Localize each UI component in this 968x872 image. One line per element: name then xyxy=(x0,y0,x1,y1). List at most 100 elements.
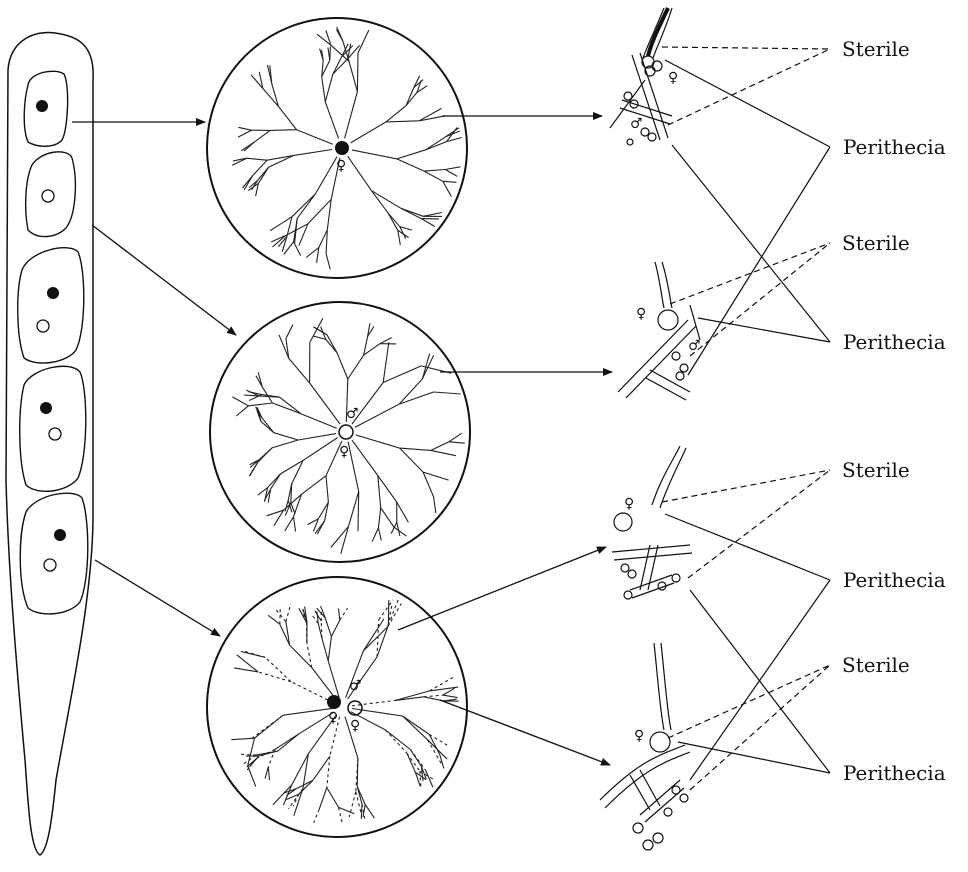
arrow-to-detail-4 xyxy=(440,700,610,765)
hypha-branch xyxy=(259,396,279,397)
hypha-branch xyxy=(445,167,460,170)
hypha-branch xyxy=(319,788,327,810)
hypha-branch xyxy=(377,625,388,657)
hypha-branch xyxy=(296,780,313,789)
hypha-branch xyxy=(336,30,343,42)
hypha-branch xyxy=(349,492,359,527)
hypha-branch xyxy=(273,785,292,805)
light-nucleus xyxy=(339,425,353,439)
hypha-branch xyxy=(400,448,431,450)
spore-2 xyxy=(26,152,76,237)
ascus-to-culture-arrows xyxy=(72,122,236,636)
label-sterile-1: Sterile xyxy=(842,37,910,61)
hypha-branch xyxy=(396,697,424,701)
hypha-branch xyxy=(445,170,457,177)
hypha-branch xyxy=(310,383,340,424)
hypha-branch xyxy=(339,609,340,621)
ascus xyxy=(6,32,93,855)
light-nucleus xyxy=(37,320,49,332)
hypha-branch xyxy=(397,159,424,171)
hypha-branch xyxy=(232,397,248,406)
female-mating-symbol: ♀ xyxy=(328,710,338,726)
hypha-branch xyxy=(302,476,327,495)
female-mating-symbol: ♀ xyxy=(636,306,646,322)
label-perithecia-3: Perithecia xyxy=(843,568,946,592)
hypha-branch xyxy=(283,785,291,806)
hypha-branch xyxy=(325,618,331,637)
hypha-branch xyxy=(325,74,333,102)
hypha-branch xyxy=(313,756,330,780)
hypha-branch xyxy=(236,406,248,416)
hypha-branch xyxy=(239,754,256,755)
hypha-branch xyxy=(327,788,339,808)
hypha-branch xyxy=(231,738,254,740)
female-mating-symbol: ♀ xyxy=(336,158,346,174)
hypha-branch xyxy=(421,219,435,227)
sterile-dashed-lines xyxy=(662,47,830,790)
light-nucleus xyxy=(42,190,54,202)
hypha-branch xyxy=(356,792,361,813)
female-mating-symbol: ♀ xyxy=(634,728,644,744)
culture-to-detail-arrows xyxy=(398,116,612,765)
hypha-branch xyxy=(385,730,410,750)
dark-nucleus xyxy=(335,141,349,155)
hypha-branch xyxy=(255,715,284,738)
hypha-branch xyxy=(424,695,443,697)
hypha-branch xyxy=(268,767,269,780)
light-nucleus xyxy=(44,559,56,571)
hypha-branch xyxy=(339,807,355,813)
hypha-branch xyxy=(313,327,327,335)
hypha-branch xyxy=(261,421,274,432)
hypha-branch xyxy=(358,30,369,53)
male-mating-symbol: ♂ xyxy=(688,338,701,354)
hypha-branch xyxy=(326,254,330,270)
hypha-branch xyxy=(327,756,330,787)
hypha-branch xyxy=(291,682,333,703)
hypha-branch xyxy=(378,508,380,528)
hypha-branch xyxy=(294,150,332,156)
hypha-branch xyxy=(443,181,457,182)
dark-nucleus xyxy=(47,287,59,299)
hypha-branch xyxy=(363,627,388,651)
hypha-branch xyxy=(327,199,331,229)
hypha-branch xyxy=(431,450,456,455)
hypha-branch xyxy=(326,230,327,254)
hypha-branch xyxy=(326,476,328,503)
male-mating-symbol: ♂ xyxy=(349,678,362,694)
hypha-branch xyxy=(317,248,319,263)
hypha-branch xyxy=(301,414,337,429)
label-sterile-4: Sterile xyxy=(842,653,910,677)
hyphal-detail-4: ♀ xyxy=(600,643,690,850)
dark-nucleus xyxy=(54,529,66,541)
labels: Sterile Perithecia Sterile Perithecia St… xyxy=(842,37,946,785)
hypha-branch xyxy=(355,404,399,427)
hypha-branch xyxy=(381,508,394,527)
hypha-branch xyxy=(265,767,268,779)
perithecia-solid-lines xyxy=(665,60,830,780)
hypha-branch xyxy=(248,766,256,787)
hypha-branch xyxy=(299,224,308,246)
hypha-branch xyxy=(333,59,348,75)
hypha-branch xyxy=(310,318,323,342)
dark-nucleus xyxy=(40,402,52,414)
culture-dish-2: ♂ ♀ xyxy=(210,302,470,562)
hypha-branch xyxy=(383,366,421,383)
hypha-branch xyxy=(352,709,403,717)
hypha-branch xyxy=(385,730,407,753)
hypha-branch xyxy=(303,438,338,461)
hypha-branch xyxy=(348,355,364,379)
hypha-branch xyxy=(406,88,414,106)
hypha-branch xyxy=(306,248,319,258)
label-sterile-3: Sterile xyxy=(842,458,910,482)
hypha-branch xyxy=(423,213,442,217)
hypha-branch xyxy=(379,600,393,620)
light-nucleus xyxy=(49,428,61,440)
female-mating-symbol: ♀ xyxy=(350,718,360,734)
hypha-branch xyxy=(270,130,297,131)
hypha-branch xyxy=(423,472,449,480)
hypha-branch xyxy=(321,621,322,638)
hypha-branch xyxy=(406,93,417,106)
hypha-branch xyxy=(400,448,423,472)
